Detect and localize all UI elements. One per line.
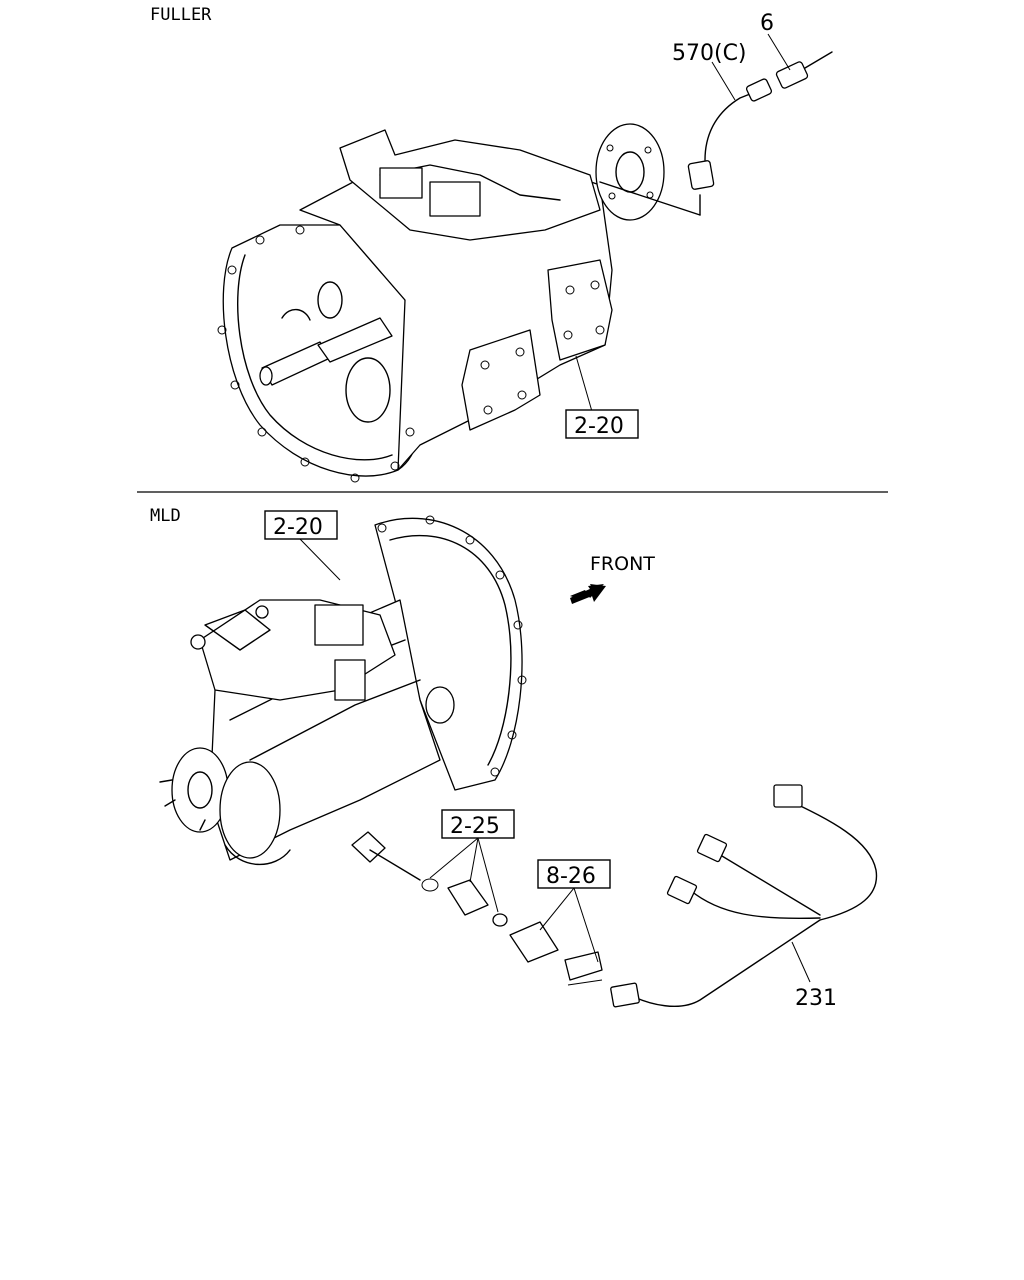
label-part-570c: 570(C) xyxy=(672,41,747,66)
section-title-mld: MLD xyxy=(150,506,181,526)
label-ref-8-26: 8-26 xyxy=(546,864,596,889)
wiring-harness-231 xyxy=(610,784,878,1008)
label-ref-2-20-top: 2-20 xyxy=(574,414,624,439)
mld-transmission-assembly xyxy=(159,515,527,866)
speed-sensor-harness-570c xyxy=(687,78,773,190)
label-front: FRONT xyxy=(590,553,655,575)
ref-box-2-20-bottom xyxy=(264,510,338,540)
section-title-fuller: FULLER xyxy=(150,5,212,25)
front-direction-indicator: FRONT xyxy=(570,553,655,604)
connector-6 xyxy=(775,51,833,89)
ref-box-8-26 xyxy=(537,859,611,889)
ref-box-2-20-top xyxy=(565,409,639,439)
label-part-6: 6 xyxy=(760,11,774,36)
speed-sensor-parts xyxy=(509,921,603,986)
speedometer-drive-parts xyxy=(351,831,508,927)
label-ref-2-25: 2-25 xyxy=(450,814,500,839)
label-ref-2-20-bottom: 2-20 xyxy=(273,515,323,540)
ref-box-2-25 xyxy=(441,809,515,839)
fuller-transmission-assembly xyxy=(217,123,701,483)
label-part-231: 231 xyxy=(795,986,837,1011)
